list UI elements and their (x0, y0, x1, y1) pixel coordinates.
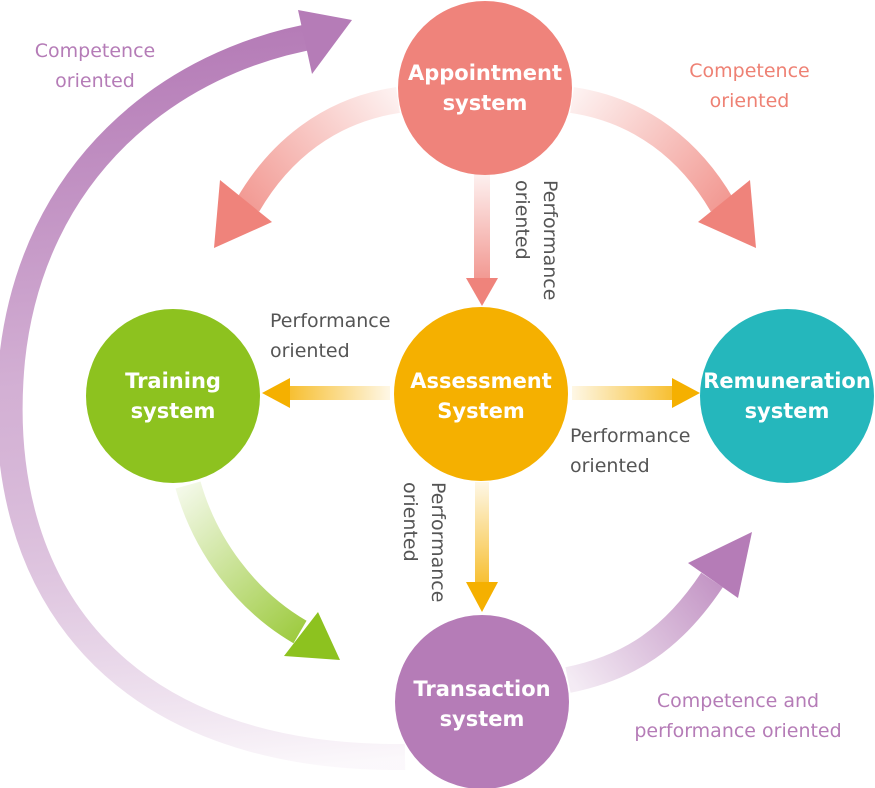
arrow-appointment-to-right (569, 87, 756, 248)
node-appointment: Appointment system (398, 1, 572, 175)
label-performance-bottom-vertical-line1: Performance (427, 482, 449, 603)
node-training-line1: Training (125, 369, 221, 393)
arrow-transaction-to-remuneration (565, 532, 752, 693)
label-competence-right-line1: Competence (689, 60, 810, 82)
label-competence-performance-line1: Competence and (656, 690, 820, 712)
label-performance-right: Performance oriented (570, 421, 690, 481)
arrow-training-to-transaction (175, 481, 340, 660)
label-performance-top-vertical-line1: Performance (539, 180, 561, 301)
node-assessment-line2: System (437, 399, 524, 423)
arrow-assessment-to-remuneration (572, 378, 700, 408)
label-performance-right-line1: Performance (570, 425, 691, 447)
label-performance-top-vertical-line2: oriented (511, 180, 533, 260)
arrow-appointment-to-assessment (466, 172, 498, 306)
label-competence-right: Competence oriented (672, 56, 827, 116)
node-assessment: Assessment System (394, 307, 568, 481)
node-remuneration: Remuneration system (700, 309, 874, 483)
node-appointment-line2: system (443, 91, 528, 115)
label-performance-left-line1: Performance (270, 310, 391, 332)
node-remuneration-line2: system (745, 399, 830, 423)
label-competence-left-line1: Competence (34, 40, 156, 62)
label-performance-right-line2: oriented (570, 455, 650, 477)
label-performance-bottom-vertical: Performance oriented (396, 482, 452, 602)
node-transaction-line2: system (440, 707, 525, 731)
node-training-line2: system (131, 399, 216, 423)
label-competence-left-line2: oriented (55, 70, 135, 92)
arc-arrowhead-top (298, 10, 352, 74)
label-competence-right-line2: oriented (709, 90, 790, 112)
arrow-assessment-to-transaction (466, 482, 498, 612)
label-performance-left: Performance oriented (270, 306, 390, 366)
node-transaction: Transaction system (395, 615, 569, 788)
arrow-assessment-to-training (262, 378, 390, 408)
arc-transaction-to-appointment (0, 10, 406, 771)
node-training: Training system (86, 309, 260, 483)
node-remuneration-line1: Remuneration (703, 369, 871, 393)
node-transaction-line1: Transaction (413, 677, 550, 701)
label-competence-left: Competence oriented (20, 36, 170, 96)
label-performance-left-line2: oriented (270, 340, 350, 362)
label-competence-performance-line2: performance oriented (634, 720, 842, 742)
label-competence-performance: Competence and performance oriented (612, 686, 864, 746)
arrow-appointment-to-left (214, 87, 401, 248)
label-performance-top-vertical: Performance oriented (508, 180, 564, 300)
node-assessment-line1: Assessment (410, 369, 552, 393)
label-performance-bottom-vertical-line2: oriented (399, 482, 421, 562)
node-appointment-line1: Appointment (408, 61, 562, 85)
